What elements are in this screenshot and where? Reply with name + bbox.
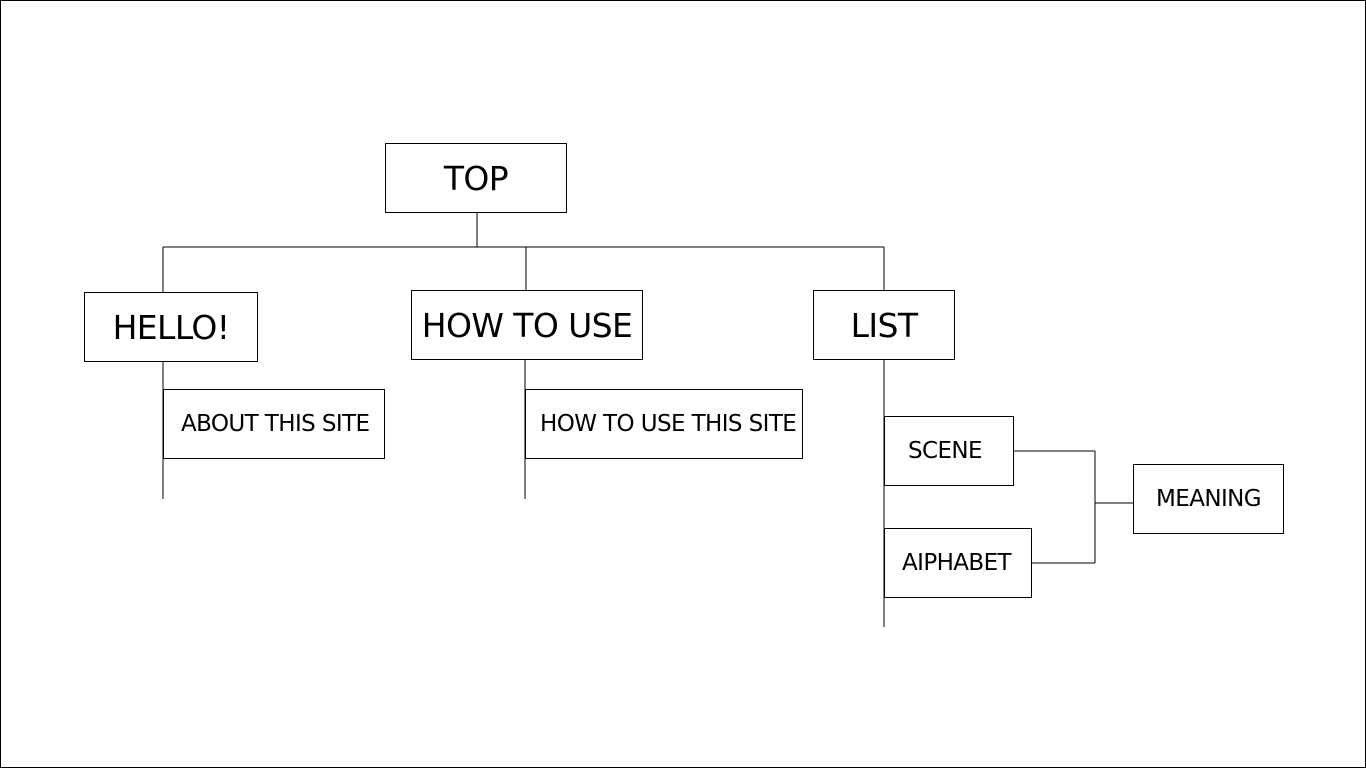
node-alphabet[interactable]: AIPHABET <box>884 528 1032 598</box>
node-scene-label: SCENE <box>908 438 983 464</box>
node-how-to-use-this-site[interactable]: HOW TO USE THIS SITE <box>525 389 803 459</box>
node-list-label: LIST <box>850 305 918 345</box>
node-how-to-use-this-site-label: HOW TO USE THIS SITE <box>540 411 797 437</box>
node-list[interactable]: LIST <box>813 290 955 360</box>
node-top-label: TOP <box>443 158 509 198</box>
node-hello-label: HELLO! <box>112 307 230 347</box>
node-meaning[interactable]: MEANING <box>1133 464 1284 534</box>
node-hello[interactable]: HELLO! <box>84 292 258 362</box>
node-alphabet-label: AIPHABET <box>902 550 1012 576</box>
node-about-this-site-label: ABOUT THIS SITE <box>181 411 370 437</box>
node-how-to-use-label: HOW TO USE <box>421 305 633 345</box>
node-about-this-site[interactable]: ABOUT THIS SITE <box>163 389 385 459</box>
node-how-to-use[interactable]: HOW TO USE <box>411 290 643 360</box>
node-scene[interactable]: SCENE <box>884 416 1014 486</box>
node-top[interactable]: TOP <box>385 143 567 213</box>
node-meaning-label: MEANING <box>1156 486 1262 512</box>
